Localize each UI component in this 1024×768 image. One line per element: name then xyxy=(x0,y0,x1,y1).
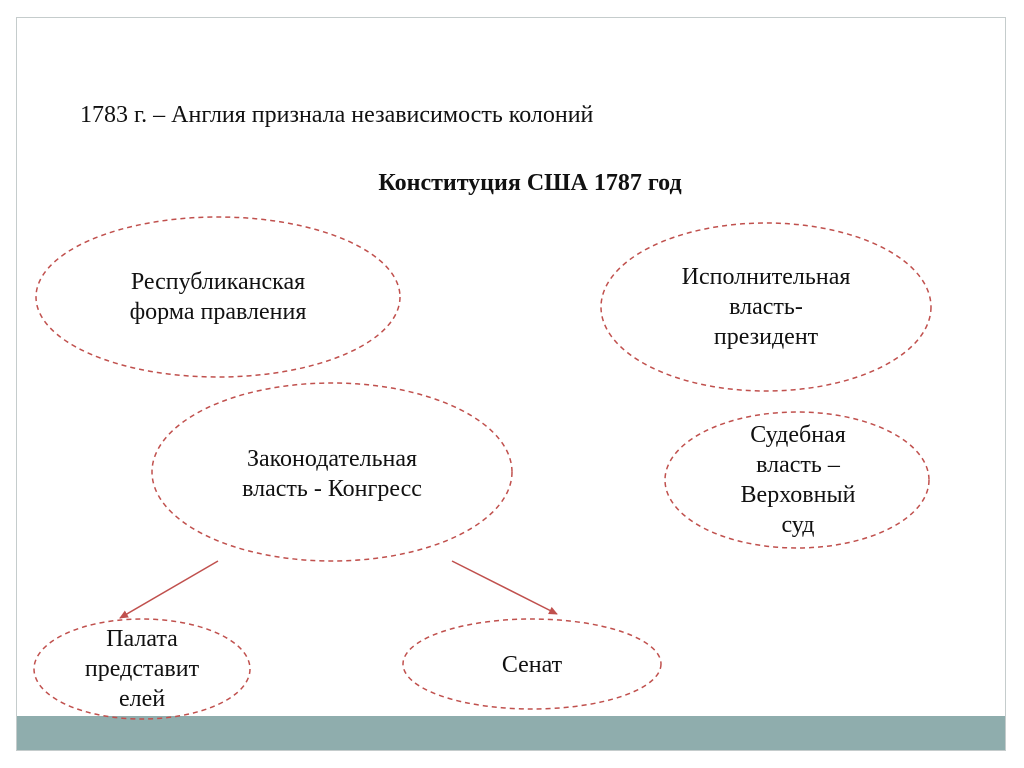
slide-frame xyxy=(16,17,1006,751)
ellipse-judicial xyxy=(664,411,930,549)
ellipse-house xyxy=(33,618,251,720)
ellipse-republic xyxy=(35,216,401,378)
slide-heading: Конституция США 1787 год xyxy=(378,170,682,196)
ellipse-senate xyxy=(402,618,662,710)
subtitle-text: 1783 г. – Англия признала независимость … xyxy=(80,102,594,128)
node-label-judicial: Судебная власть – Верховный суд xyxy=(740,422,856,538)
ellipse-executive xyxy=(600,222,932,392)
node-label-legislative: Законодательная власть - Конгресс xyxy=(242,446,422,502)
footer-bar xyxy=(17,716,1005,750)
node-label-senate: Сенат xyxy=(501,652,563,678)
arrow-to-house xyxy=(119,560,219,619)
arrow-to-senate xyxy=(451,560,558,615)
ellipse-legislative xyxy=(151,382,513,562)
node-label-house: Палата представит елей xyxy=(84,626,200,712)
node-label-executive: Исполнительная власть- президент xyxy=(681,264,851,350)
node-label-republic: Республиканская форма правления xyxy=(129,269,307,325)
